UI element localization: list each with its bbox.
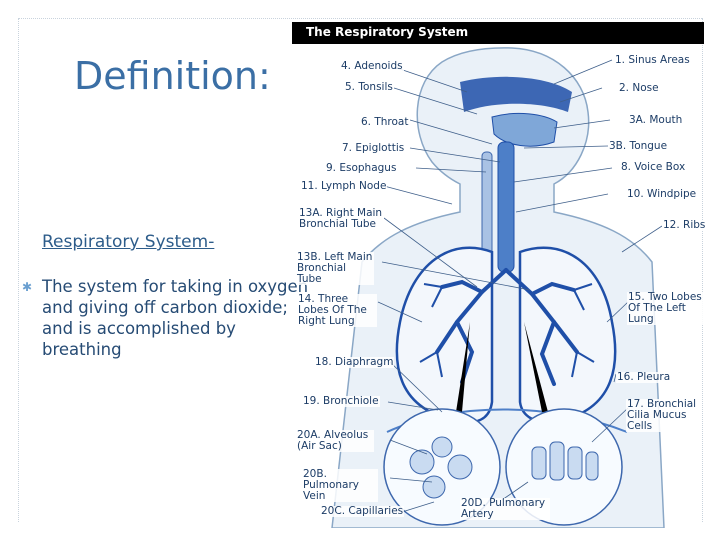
frame-border-left: [18, 18, 20, 522]
nasal-cavity: [460, 76, 572, 112]
label-epiglottis: 7. Epiglottis: [341, 142, 406, 154]
label-pleura: 16. Pleura: [616, 371, 672, 383]
label-nose: 2. Nose: [618, 82, 660, 94]
label-sinus-areas: 1. Sinus Areas: [614, 54, 691, 66]
bronchioles: [419, 283, 595, 378]
diagram-header-bar: The Respiratory System: [292, 22, 704, 44]
label-pulmonary-vein: 20B. Pulmonary Vein: [302, 469, 378, 502]
label-esophagus: 9. Esophagus: [325, 162, 398, 174]
label-bronchiole: 19. Bronchiole: [302, 395, 380, 407]
label-three-lobes-right-lung: 14. Three Lobes Of The Right Lung: [297, 294, 377, 327]
cilia-cells: [531, 441, 599, 481]
alveolus-detail-circle: [383, 408, 501, 526]
frame-border-top: [18, 18, 702, 20]
label-adenoids: 4. Adenoids: [340, 60, 404, 72]
diagram-header-title: The Respiratory System: [306, 25, 469, 39]
pointer-right: [524, 322, 548, 412]
label-pulmonary-artery: 20D. Pulmonary Artery: [460, 498, 550, 520]
bullet-text: The system for taking in oxygen and givi…: [42, 277, 309, 359]
respiratory-diagram: [292, 22, 704, 528]
label-capillaries: 20C. Capillaries: [320, 505, 405, 517]
label-ribs: 12. Ribs: [662, 219, 707, 231]
label-voice-box: 8. Voice Box: [620, 161, 687, 173]
mouth-cavity: [491, 112, 558, 147]
esophagus: [481, 151, 493, 263]
bullet-item: ✱ The system for taking in oxygen and gi…: [22, 276, 312, 360]
pointer-left: [456, 322, 470, 412]
label-tonsils: 5. Tonsils: [344, 81, 394, 93]
label-tongue: 3B. Tongue: [608, 140, 669, 152]
label-lymph-node: 11. Lymph Node: [300, 180, 388, 192]
label-alveolus-air-sac: 20A. Alveolus (Air Sac): [296, 430, 374, 452]
right-lung: [395, 246, 494, 424]
label-right-main-bronchial-tube: 13A. Right Main Bronchial Tube: [298, 207, 384, 230]
windpipe: [497, 141, 515, 273]
label-mouth: 3A. Mouth: [628, 114, 684, 126]
label-left-main-bronchial-tube: 13B. Left Main Bronchial Tube: [296, 251, 374, 285]
frame-border-right: [702, 18, 704, 522]
label-diaphragm: 18. Diaphragm: [314, 356, 395, 368]
label-windpipe: 10. Windpipe: [626, 188, 698, 200]
slide-title: Definition:: [74, 54, 271, 98]
leader-lines: [377, 59, 663, 513]
label-two-lobes-left-lung: 15. Two Lobes Of The Left Lung: [627, 291, 703, 325]
slide-subtitle: Respiratory System-: [42, 232, 215, 252]
asterisk-bullet-icon: ✱: [22, 280, 33, 294]
label-bronchial-cilia-mucus-cells: 17. Bronchial Cilia Mucus Cells: [626, 399, 702, 432]
respiratory-diagram-artwork: [331, 47, 665, 528]
label-throat: 6. Throat: [360, 116, 410, 128]
